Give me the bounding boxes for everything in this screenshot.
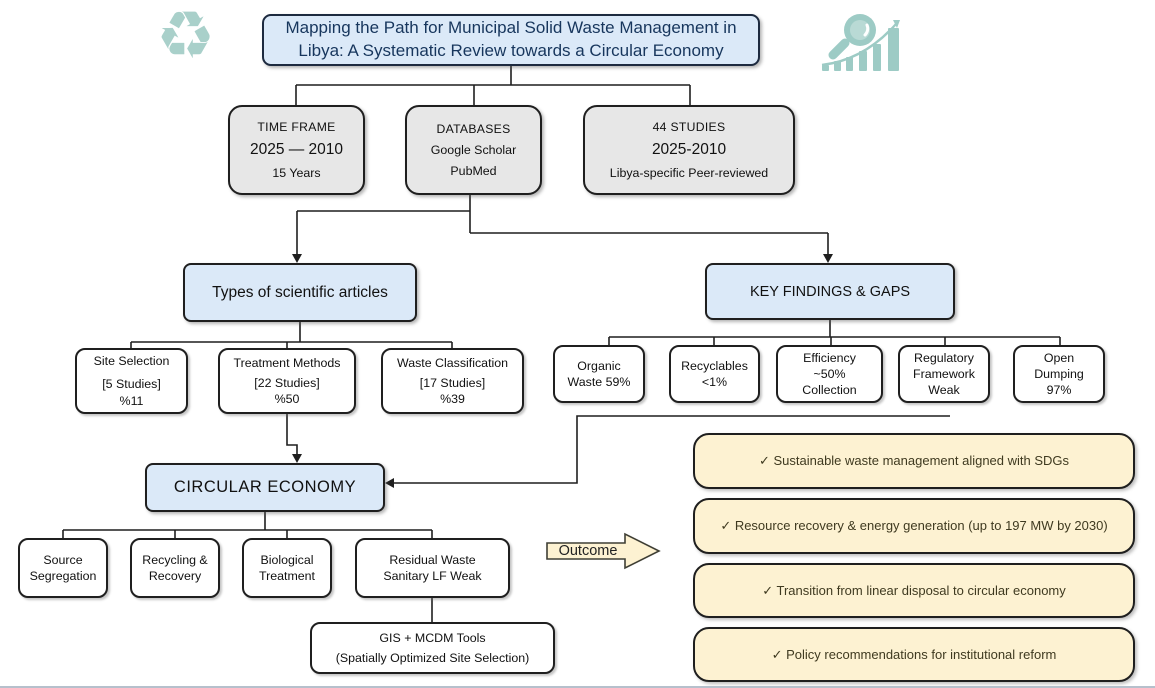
- ce-line: Treatment: [258, 569, 315, 583]
- finding-line: Waste 59%: [567, 375, 631, 389]
- finding-line: Open: [1043, 350, 1075, 365]
- finding-box-regulatory-framework: Regulatory Framework Weak: [898, 345, 990, 403]
- finding-line: Regulatory: [914, 350, 974, 365]
- outcome-text: ✓ Transition from linear disposal to cir…: [762, 582, 1066, 598]
- databases-source-1: Google Scholar: [430, 143, 517, 157]
- finding-line: Organic: [577, 358, 621, 373]
- finding-line: <1%: [701, 375, 728, 389]
- type-percent: %39: [440, 392, 465, 407]
- type-box-site-selection: Site Selection [5 Studies] %11: [75, 348, 188, 414]
- timeframe-label: TIME FRAME: [257, 120, 336, 134]
- findings-header-label: KEY FINDINGS & GAPS: [749, 283, 911, 300]
- analytics-magnifier-icon: [821, 14, 900, 71]
- finding-box-recyclables: Recyclables <1%: [669, 345, 760, 403]
- timeframe-range: 2025 — 2010: [249, 141, 344, 158]
- databases-label: DATABASES: [436, 122, 511, 136]
- type-studies: [17 Studies]: [419, 375, 486, 390]
- finding-box-open-dumping: Open Dumping 97%: [1013, 345, 1105, 403]
- databases-box: DATABASES Google Scholar PubMed: [405, 105, 542, 195]
- type-box-treatment-methods: Treatment Methods [22 Studies] %50: [218, 348, 356, 414]
- finding-line: Recyclables: [681, 358, 748, 373]
- type-label: Waste Classification: [396, 355, 509, 370]
- diagram-title-text: Mapping the Path for Municipal Solid Was…: [285, 18, 737, 60]
- studies-box: 44 STUDIES 2025-2010 Libya-specific Peer…: [583, 105, 795, 195]
- outcome-text: ✓ Resource recovery & energy generation …: [720, 518, 1108, 533]
- ce-line: Residual Waste: [389, 552, 476, 567]
- ce-line: Recycling &: [142, 552, 208, 567]
- outcome-label: Outcome: [558, 543, 618, 559]
- outcome-box-policy: ✓ Policy recommendations for institution…: [693, 627, 1135, 682]
- outcome-box-transition: ✓ Transition from linear disposal to cir…: [693, 563, 1135, 618]
- ce-box-recycling-recovery: Recycling & Recovery: [130, 538, 220, 598]
- finding-line: ~50%: [813, 366, 846, 381]
- type-studies: [5 Studies]: [102, 377, 161, 392]
- ce-line: Biological: [260, 552, 314, 567]
- ce-box-residual-waste: Residual Waste Sanitary LF Weak: [355, 538, 510, 598]
- finding-line: 97%: [1046, 383, 1072, 398]
- gis-tools-line: GIS + MCDM Tools: [379, 630, 486, 645]
- type-studies: [22 Studies]: [254, 375, 320, 390]
- type-percent: %50: [274, 392, 300, 407]
- ce-line: Segregation: [29, 569, 97, 583]
- studies-scope: Libya-specific Peer-reviewed: [609, 166, 769, 180]
- finding-box-organic-waste: Organic Waste 59%: [553, 345, 645, 403]
- gis-mcdm-tools-box: GIS + MCDM Tools (Spatially Optimized Si…: [310, 622, 555, 674]
- studies-count: 44 STUDIES: [652, 120, 726, 134]
- types-header-label: Types of scientific articles: [212, 283, 388, 301]
- circular-economy-label: CIRCULAR ECONOMY: [173, 478, 357, 496]
- ce-line: Recovery: [148, 569, 202, 583]
- finding-line: Efficiency: [803, 350, 856, 365]
- findings-header-box: KEY FINDINGS & GAPS: [705, 263, 955, 320]
- outcome-box-sdgs: ✓ Sustainable waste management aligned w…: [693, 433, 1135, 489]
- timeframe-years: 15 Years: [272, 166, 321, 180]
- finding-line: Dumping: [1034, 366, 1084, 381]
- databases-source-2: PubMed: [450, 164, 497, 178]
- type-label: Site Selection: [93, 354, 170, 369]
- ce-line: Sanitary LF Weak: [383, 569, 482, 583]
- ce-box-source-segregation: Source Segregation: [18, 538, 108, 598]
- finding-line: Collection: [802, 383, 857, 398]
- studies-range: 2025-2010: [651, 141, 727, 158]
- outcome-arrow: Outcome: [545, 531, 663, 571]
- circular-economy-box: CIRCULAR ECONOMY: [145, 463, 385, 512]
- finding-line: Weak: [928, 383, 960, 398]
- types-header-box: Types of scientific articles: [183, 263, 417, 322]
- outcome-text: ✓ Sustainable waste management aligned w…: [758, 453, 1070, 468]
- recycling-icon: ♻: [156, 0, 216, 72]
- outcome-box-energy: ✓ Resource recovery & energy generation …: [693, 498, 1135, 554]
- ce-box-biological-treatment: Biological Treatment: [242, 538, 332, 598]
- type-percent: %11: [119, 393, 144, 408]
- type-box-waste-classification: Waste Classification [17 Studies] %39: [381, 348, 524, 414]
- outcome-text: ✓ Policy recommendations for institution…: [771, 646, 1057, 662]
- finding-box-collection-efficiency: Efficiency ~50% Collection: [776, 345, 883, 403]
- finding-line: Framework: [913, 366, 975, 381]
- gis-tools-subline: (Spatially Optimized Site Selection): [335, 651, 530, 665]
- ce-line: Source: [43, 552, 83, 567]
- type-label: Treatment Methods: [233, 355, 341, 370]
- timeframe-box: TIME FRAME 2025 — 2010 15 Years: [228, 105, 365, 195]
- diagram-title: Mapping the Path for Municipal Solid Was…: [262, 14, 760, 66]
